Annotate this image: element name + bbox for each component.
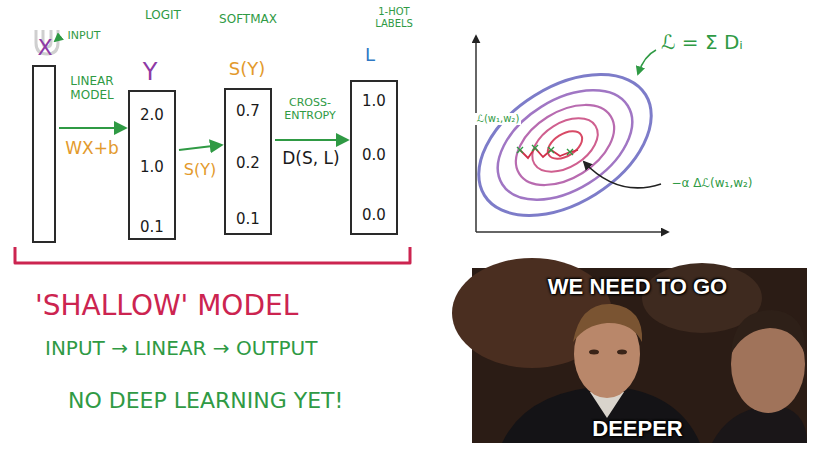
contour	[478, 68, 651, 223]
flow-arrow	[275, 139, 347, 141]
pointer-arrow	[55, 36, 61, 41]
flow-arrow	[59, 127, 125, 129]
descent-steps	[517, 145, 573, 155]
vector-value: 0.2	[236, 154, 260, 172]
arrow-label: WX+b	[65, 138, 119, 158]
contour	[502, 88, 629, 201]
heading-symbol: S(Y)	[229, 58, 265, 80]
labels-box: 1-HOT LABELSL1.00.00.0	[350, 80, 398, 235]
step-label: −α Δℒ(w₁,w₂)	[671, 176, 752, 190]
leader-arrow	[584, 162, 661, 188]
arrow-note: CROSS-ENTROPY	[278, 96, 342, 122]
contour	[454, 45, 677, 244]
bracket	[15, 247, 410, 263]
leader-arrow	[638, 50, 656, 74]
meme-caption: DEEPER	[592, 416, 682, 442]
heading-symbol: X	[37, 35, 52, 61]
vector-value: 0.0	[362, 206, 386, 224]
hair	[731, 310, 805, 354]
heading-symbol: L	[365, 44, 375, 66]
y-axis	[475, 36, 477, 232]
step-mark	[548, 147, 554, 153]
hair	[573, 304, 642, 342]
logit-box: LOGITY2.01.00.1	[128, 90, 176, 240]
summary-line: NO DEEP LEARNING YET!	[68, 388, 343, 414]
vector-value: 0.1	[140, 218, 164, 236]
formula-label: ℒ = Σ Dᵢ	[661, 30, 743, 54]
point-label: ℒ(w₁,w₂)	[475, 113, 522, 125]
arrow-label: D(S, L)	[282, 148, 339, 168]
descent-path	[520, 148, 578, 158]
step-mark	[532, 145, 538, 151]
vector-value: 0.0	[362, 146, 386, 164]
step-mark	[517, 147, 523, 153]
heading-note: LOGIT	[145, 8, 181, 22]
vector-value: 2.0	[140, 106, 164, 124]
heading-symbol: Y	[143, 58, 158, 87]
eye	[617, 350, 627, 355]
step-mark	[567, 149, 573, 155]
meme-caption: WE NEED TO GO	[548, 274, 727, 300]
vector-value: 1.0	[140, 158, 164, 176]
flow-arrow	[179, 145, 221, 150]
vector-value: 0.7	[236, 102, 260, 120]
meme-picture	[452, 258, 807, 443]
arrow-label: S(Y)	[184, 160, 216, 179]
x-axis	[476, 231, 668, 233]
arrow-note: LINEAR MODEL	[61, 74, 123, 103]
loss-contours	[454, 45, 677, 244]
heading-note: SOFTMAX	[219, 12, 277, 26]
section-title: 'SHALLOW' MODEL	[35, 289, 298, 323]
vector-value: 0.1	[236, 210, 260, 228]
contour	[543, 126, 587, 165]
input-box: INPUTX	[32, 65, 56, 243]
meme-panel: WE NEED TO GO DEEPER	[472, 268, 807, 443]
vector-value: 1.0	[362, 92, 386, 110]
eye	[589, 350, 599, 355]
summary-line: INPUT → LINEAR → OUTPUT	[45, 336, 317, 360]
heading-note: INPUT	[68, 29, 101, 42]
softmax-box: SOFTMAXS(Y)0.70.20.1	[224, 88, 272, 235]
heading-note: 1-HOT LABELS	[366, 6, 422, 30]
